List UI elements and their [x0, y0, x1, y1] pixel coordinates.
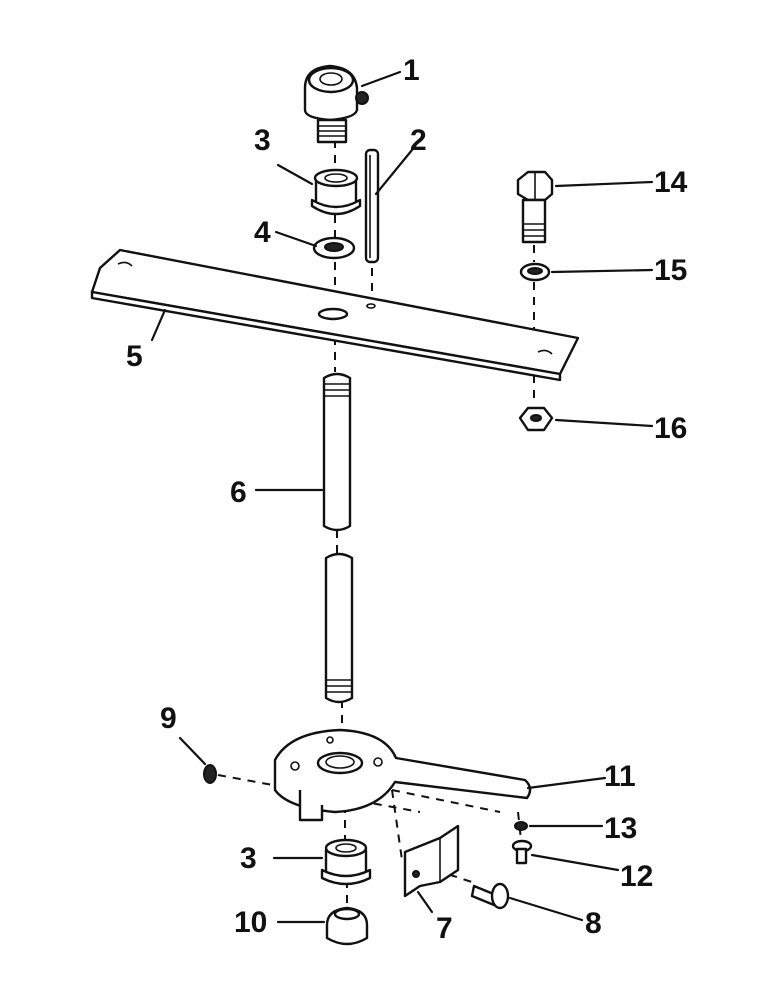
- callout-numbers: 1 2 3 4 5 6 7 8 9 10 11 12 13 14 15 16 3: [126, 54, 688, 945]
- part-12-screw: [511, 839, 533, 865]
- callout-12: 12: [620, 860, 653, 893]
- part-7-bracket: [403, 824, 460, 898]
- callout-5: 5: [126, 340, 143, 373]
- callout-11: 11: [604, 760, 636, 793]
- callout-4: 4: [254, 216, 271, 249]
- callout-8: 8: [585, 907, 602, 940]
- part-11-lever: [273, 728, 532, 822]
- part-14-bolt: [516, 170, 554, 244]
- callout-3-lower: 3: [240, 842, 257, 875]
- callout-15: 15: [654, 254, 687, 287]
- part-5-plate: [90, 248, 580, 382]
- part-8-screw: [470, 882, 510, 910]
- callout-10: 10: [234, 906, 267, 939]
- callout-9: 9: [160, 702, 177, 735]
- part-6-shaft: [322, 372, 354, 704]
- part-9-small-pin: [203, 764, 217, 784]
- part-16-nut: [518, 406, 554, 432]
- part-13-lockwasher: [514, 821, 528, 831]
- callout-2: 2: [410, 124, 427, 157]
- part-2-pin: [364, 148, 380, 264]
- callout-14: 14: [654, 166, 688, 199]
- part-15-washer: [519, 262, 551, 282]
- part-1-fitting: [303, 64, 369, 144]
- callout-3-upper: 3: [254, 124, 271, 157]
- part-10-cap: [325, 906, 369, 946]
- callout-6: 6: [230, 476, 247, 509]
- callout-7: 7: [436, 912, 453, 945]
- leader-lines: [150, 70, 654, 924]
- callout-1: 1: [403, 54, 420, 87]
- callout-16: 16: [654, 412, 687, 445]
- callout-13: 13: [604, 812, 637, 845]
- part-4-washer: [312, 236, 356, 260]
- part-3-bushing-upper: [310, 168, 362, 216]
- part-3-bushing-lower: [320, 838, 372, 886]
